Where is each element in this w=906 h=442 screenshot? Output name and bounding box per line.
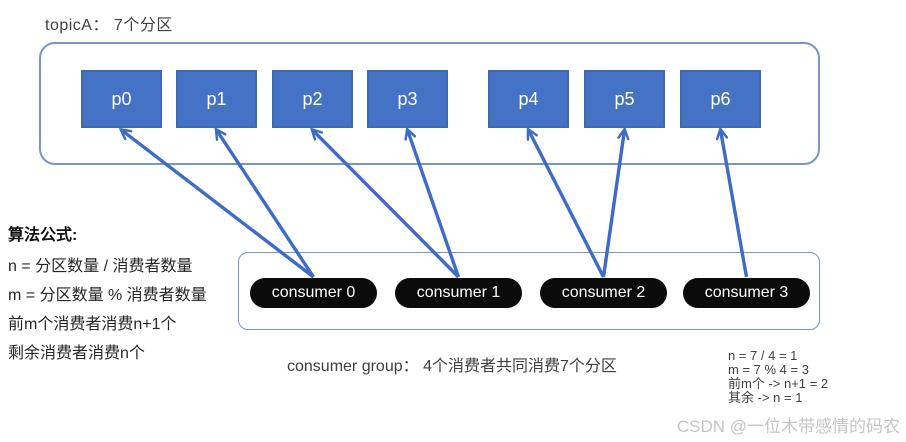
algorithm-formula-block: 算法公式: n = 分区数量 / 消费者数量 m = 分区数量 % 消费者数量前m… <box>8 221 207 368</box>
consumer-pill-3: consumer 3 <box>683 278 810 308</box>
algorithm-lines: n = 分区数量 / 消费者数量 m = 分区数量 % 消费者数量前m个消费者消费… <box>8 252 207 368</box>
algorithm-line-1: m = 分区数量 % 消费者数量 <box>8 287 207 304</box>
consumer-group-caption: consumer group： 4个消费者共同消费7个分区 <box>287 358 617 375</box>
partition-p0: p0 <box>81 70 162 128</box>
partition-p1: p1 <box>176 70 257 128</box>
partition-p6: p6 <box>680 70 761 128</box>
calculation-line-3: 其余 -> n = 1 <box>728 390 803 405</box>
partition-p5: p5 <box>584 70 665 128</box>
partition-p2: p2 <box>272 70 353 128</box>
consumer-pill-1: consumer 1 <box>395 278 522 308</box>
algorithm-line-3: 剩余消费者消费n个 <box>8 345 145 362</box>
algorithm-line-2: 前m个消费者消费n+1个 <box>8 316 177 333</box>
calculation-line-0: n = 7 / 4 = 1 <box>728 348 798 363</box>
consumer-pill-2: consumer 2 <box>540 278 667 308</box>
algorithm-line-0: n = 分区数量 / 消费者数量 <box>8 258 193 275</box>
topic-title: topicA： 7个分区 <box>45 17 173 34</box>
partition-p3: p3 <box>367 70 448 128</box>
partition-p4: p4 <box>488 70 569 128</box>
algorithm-heading: 算法公式: <box>8 227 78 244</box>
consumer-pill-0: consumer 0 <box>250 278 377 308</box>
watermark-text: CSDN @一位木带感情的码农 <box>676 417 900 436</box>
calculation-line-2: 前m个 -> n+1 = 2 <box>728 376 829 391</box>
calculation-line-1: m = 7 % 4 = 3 <box>728 362 809 377</box>
